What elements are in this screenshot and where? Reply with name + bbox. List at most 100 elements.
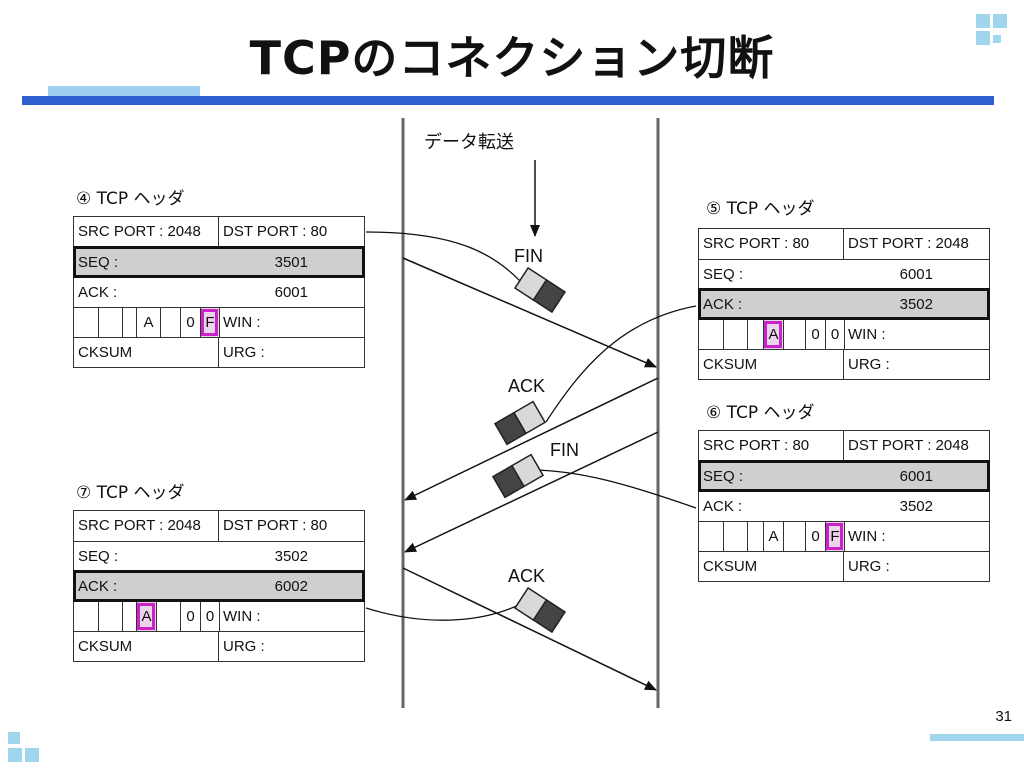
h7-flag-empty — [156, 602, 180, 631]
h4-seq-value: 3501 — [274, 254, 308, 271]
h7-flag-empty — [74, 602, 98, 631]
title-bar-accent — [48, 86, 200, 96]
h7-src-port: SRC PORT : 2048 — [74, 511, 219, 541]
h6-flag-empty — [723, 522, 747, 551]
h5-seq-row: SEQ : 6001 — [699, 259, 989, 289]
h4-title: ④ TCP ヘッダ — [76, 189, 185, 209]
h5-ack-value: 3502 — [899, 296, 933, 313]
h7-port-row: SRC PORT : 2048 DST PORT : 80 — [74, 511, 364, 541]
h4-src-port: SRC PORT : 2048 — [74, 217, 219, 247]
h4-ack-value: 6001 — [274, 284, 308, 301]
h4-flag-f: F — [200, 308, 219, 337]
h6-ack-row: ACK : 3502 — [699, 491, 989, 521]
h6-flag-empty — [747, 522, 763, 551]
ack1-packet — [493, 400, 547, 446]
h7-ack-label: ACK : — [78, 578, 118, 595]
h7-ack-row: ACK : 6002 — [73, 570, 365, 602]
h4-cksum-row: CKSUM URG : — [74, 337, 364, 367]
connector-h5-ack — [545, 305, 697, 423]
h5-flag-a: A — [763, 320, 783, 349]
h5-flag-zero: 0 — [825, 320, 844, 349]
h6-flags-row: A 0 F WIN : — [699, 521, 989, 551]
connector-h6-fin — [529, 469, 697, 509]
h5-flags-row: A 0 0 WIN : — [699, 319, 989, 349]
h5-cksum: CKSUM — [699, 350, 844, 379]
corner-deco-bl-1 — [8, 732, 20, 744]
h6-title: ⑥ TCP ヘッダ — [706, 403, 815, 423]
corner-deco-bl-3 — [25, 748, 39, 762]
h5-flag-empty — [783, 320, 805, 349]
data-transfer-label: データ転送 — [424, 132, 514, 152]
h6-flag-empty — [699, 522, 723, 551]
h4-flag-empty — [98, 308, 122, 337]
connector-h4-fin — [365, 231, 529, 291]
fin1-label: FIN — [514, 246, 543, 266]
title-bar — [22, 96, 994, 105]
h4-tcp-header: SRC PORT : 2048 DST PORT : 80 SEQ : 3501… — [73, 216, 365, 368]
corner-deco-bl-2 — [8, 748, 22, 762]
h6-tcp-header: SRC PORT : 80 DST PORT : 2048 SEQ : 6001… — [698, 430, 990, 582]
fin2-packet — [491, 453, 545, 499]
h7-tcp-header: SRC PORT : 2048 DST PORT : 80 SEQ : 3502… — [73, 510, 365, 662]
ack2-label: ACK — [508, 566, 546, 586]
h4-ack-label: ACK : — [78, 284, 118, 301]
h6-cksum-row: CKSUM URG : — [699, 551, 989, 581]
h5-dst-port: DST PORT : 2048 — [848, 235, 969, 252]
h7-flag-empty — [98, 602, 122, 631]
h4-win: WIN : — [223, 314, 261, 331]
h5-flag-zero: 0 — [805, 320, 825, 349]
h7-seq-value: 3502 — [274, 548, 308, 565]
slide-title: TCPのコネクション切断 — [249, 31, 775, 85]
fin2-label: FIN — [550, 440, 579, 460]
ack1-arrow — [404, 377, 659, 501]
h5-seq-value: 6001 — [899, 266, 933, 283]
h6-dst-port: DST PORT : 2048 — [848, 437, 969, 454]
h7-flag-a: A — [136, 602, 156, 631]
fin1-arrow — [402, 257, 657, 368]
ack1-label: ACK — [508, 376, 546, 396]
h7-seq-row: SEQ : 3502 — [74, 541, 364, 571]
h5-title: ⑤ TCP ヘッダ — [706, 199, 815, 219]
h4-flag-empty — [122, 308, 146, 337]
h6-seq-value: 6001 — [899, 468, 933, 485]
connector-h7-ack — [365, 599, 529, 621]
h7-cksum: CKSUM — [74, 632, 219, 661]
h7-dst-port: DST PORT : 80 — [223, 517, 328, 534]
h4-flags: A 0 F — [74, 308, 220, 337]
bottom-accent-bar — [930, 734, 1024, 741]
corner-deco-tr-3 — [976, 31, 990, 45]
h6-seq-row: SEQ : 6001 — [698, 460, 990, 492]
h4-seq-row: SEQ : 3501 — [73, 246, 365, 278]
h7-flag-zero: 0 — [200, 602, 219, 631]
h7-flag-zero: 0 — [180, 602, 200, 631]
h7-cksum-row: CKSUM URG : — [74, 631, 364, 661]
fin1-packet — [513, 266, 567, 314]
ack2-arrow — [402, 567, 657, 691]
h4-cksum: CKSUM — [74, 338, 219, 367]
h7-title: ⑦ TCP ヘッダ — [76, 483, 185, 503]
h5-flag-empty — [747, 320, 763, 349]
h5-flag-empty — [699, 320, 723, 349]
h6-src-port: SRC PORT : 80 — [699, 431, 844, 461]
h4-flag-empty — [160, 308, 184, 337]
corner-deco-tr-2 — [993, 14, 1007, 28]
h5-seq-label: SEQ : — [703, 266, 744, 283]
h6-flag-a: A — [763, 522, 783, 551]
h6-ack-label: ACK : — [703, 498, 743, 515]
h5-urg: URG : — [848, 356, 890, 373]
h6-flag-zero: 0 — [805, 522, 825, 551]
h5-port-row: SRC PORT : 80 DST PORT : 2048 — [699, 229, 989, 259]
h6-flag-empty — [783, 522, 805, 551]
h5-ack-label: ACK : — [703, 296, 743, 313]
h7-flags-row: A 0 0 WIN : — [74, 601, 364, 631]
h5-flags: A 0 0 — [699, 320, 845, 349]
h6-flags: A 0 F — [699, 522, 845, 551]
h4-flag-empty — [74, 308, 98, 337]
h7-flag-empty — [122, 602, 136, 631]
h5-ack-row: ACK : 3502 — [698, 288, 990, 320]
h5-flag-empty — [723, 320, 747, 349]
slide-number: 31 — [995, 708, 1012, 725]
h4-flag-a: A — [136, 308, 160, 337]
corner-deco-tr-1 — [976, 14, 990, 28]
